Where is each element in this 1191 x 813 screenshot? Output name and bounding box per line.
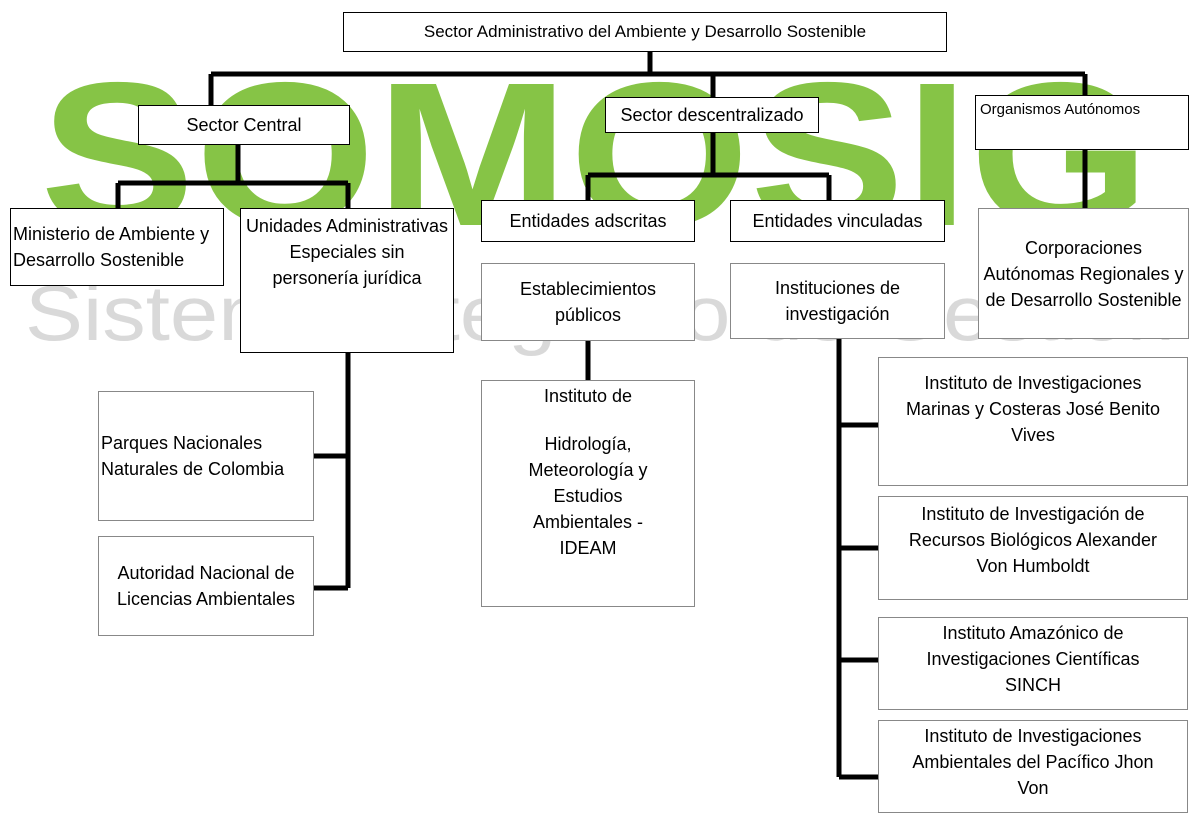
sector-central-label: Sector Central — [186, 115, 302, 135]
anla-label: Autoridad Nacional de Licencias Ambienta… — [116, 563, 296, 609]
organismos-autonomos-box: Organismos Autónomos — [975, 95, 1189, 150]
iiap-box: Instituto de Investigaciones Ambientales… — [878, 720, 1188, 813]
sector-descentralizado-box: Sector descentralizado — [605, 97, 819, 133]
instituciones-investigacion-label: Instituciones de investigación — [774, 278, 901, 324]
establecimientos-box: Establecimientos públicos — [481, 263, 695, 341]
ideam-label-line2: Hidrología, Meteorología y Estudios Ambi… — [528, 434, 648, 558]
entidades-vinculadas-box: Entidades vinculadas — [730, 200, 945, 242]
sinchi-label: Instituto Amazónico de Investigaciones C… — [926, 623, 1140, 695]
unidades-box: Unidades Administrativas Especiales sin … — [240, 208, 454, 353]
establecimientos-label: Establecimientos públicos — [519, 279, 657, 325]
ideam-box: Instituto de Hidrología, Meteorología y … — [481, 380, 695, 607]
invemar-box: Instituto de Investigaciones Marinas y C… — [878, 357, 1188, 486]
ideam-label-line1: Instituto de — [543, 386, 633, 406]
root-box: Sector Administrativo del Ambiente y Des… — [343, 12, 947, 52]
instituciones-investigacion-box: Instituciones de investigación — [730, 263, 945, 339]
organismos-autonomos-label: Organismos Autónomos — [980, 101, 1141, 118]
unidades-label: Unidades Administrativas Especiales sin … — [245, 216, 449, 288]
parques-box: Parques Nacionales Naturales de Colombia — [98, 391, 314, 521]
ministerio-box: Ministerio de Ambiente y Desarrollo Sost… — [10, 208, 224, 286]
sector-descentralizado-label: Sector descentralizado — [620, 105, 804, 125]
root-label: Sector Administrativo del Ambiente y Des… — [423, 22, 867, 41]
parques-label: Parques Nacionales Naturales de Colombia — [101, 433, 285, 479]
sinchi-box: Instituto Amazónico de Investigaciones C… — [878, 617, 1188, 710]
humboldt-box: Instituto de Investigación de Recursos B… — [878, 496, 1188, 600]
ministerio-label: Ministerio de Ambiente y Desarrollo Sost… — [13, 224, 210, 270]
anla-box: Autoridad Nacional de Licencias Ambienta… — [98, 536, 314, 636]
entidades-adscritas-box: Entidades adscritas — [481, 200, 695, 242]
sector-central-box: Sector Central — [138, 105, 350, 145]
car-label: Corporaciones Autónomas Regionales y de … — [983, 237, 1184, 310]
iiap-label: Instituto de Investigaciones Ambientales… — [912, 726, 1154, 798]
entidades-vinculadas-label: Entidades vinculadas — [752, 211, 923, 231]
invemar-label: Instituto de Investigaciones Marinas y C… — [905, 373, 1161, 445]
humboldt-label: Instituto de Investigación de Recursos B… — [908, 504, 1158, 576]
entidades-adscritas-label: Entidades adscritas — [509, 211, 667, 231]
car-box: Corporaciones Autónomas Regionales y de … — [978, 208, 1189, 339]
